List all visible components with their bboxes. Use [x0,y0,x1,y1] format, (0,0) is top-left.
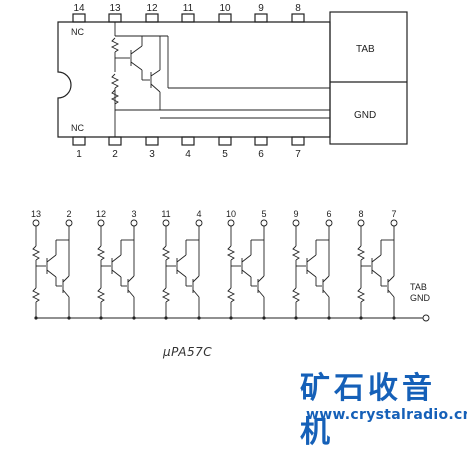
bottom-pin-row [72,136,305,146]
array-pin-label-8: 8 [358,209,363,219]
array-pin-9 [292,219,300,227]
pin-label-9: 9 [258,3,264,14]
array-pin-11 [162,219,170,227]
array-pin-13 [32,219,40,227]
pin-label-5: 5 [222,149,228,160]
darlington-array: 13 2 12 3 11 4 10 5 9 6 8 7 [31,209,430,322]
gnd-label: GND [354,110,376,121]
array-pin-7 [390,219,398,227]
pin-label-2: 2 [112,149,118,160]
nc-label-bottom: NC [71,123,84,133]
array-pin-10 [227,219,235,227]
pin-label-11: 11 [183,3,194,14]
array-pin-8 [357,219,365,227]
tab-label: TAB [356,44,375,55]
array-pin-label-13: 13 [31,209,41,219]
top-pin-labels: 14 13 12 11 10 9 8 [73,3,301,14]
top-pin-row [72,13,305,23]
package-darlington-circuit [110,22,330,137]
bottom-pin-labels: 1 2 3 4 5 6 7 [76,149,301,160]
tab-heatsink [329,11,408,145]
array-pin-label-9: 9 [293,209,298,219]
pin-label-3: 3 [149,149,155,160]
array-pin-label-3: 3 [131,209,136,219]
array-pin-3 [130,219,138,227]
array-gnd-label: GND [410,293,431,303]
array-pin-label-2: 2 [66,209,71,219]
array-pin-label-4: 4 [196,209,201,219]
array-pin-5 [260,219,268,227]
pin-label-12: 12 [146,3,158,14]
array-pin-label-12: 12 [96,209,106,219]
array-tab-gnd-terminal [422,314,430,322]
array-pin-label-5: 5 [261,209,266,219]
array-pin-12 [97,219,105,227]
watermark-url: www.crystalradio.cn [306,407,467,423]
pin-label-4: 4 [185,149,191,160]
array-pin-4 [195,219,203,227]
pin-label-14: 14 [73,3,85,14]
array-pin-6 [325,219,333,227]
pin-label-10: 10 [219,3,231,14]
pin-label-8: 8 [295,3,301,14]
pin-label-13: 13 [109,3,121,14]
array-tab-label: TAB [410,282,427,292]
array-pin-label-10: 10 [226,209,236,219]
array-pin-label-11: 11 [161,209,170,219]
schematic-diagram: 14 13 12 11 10 9 8 1 2 3 4 5 6 7 NC NC T… [31,3,431,322]
pin-label-6: 6 [258,149,264,160]
array-pin-label-6: 6 [326,209,331,219]
pin-label-7: 7 [295,149,301,160]
nc-label-top: NC [71,27,84,37]
pin-label-1: 1 [76,149,82,160]
array-pin-2 [65,219,73,227]
ic-package [57,11,408,145]
array-pin-label-7: 7 [391,209,396,219]
part-number-title: μPA57C [163,345,213,359]
